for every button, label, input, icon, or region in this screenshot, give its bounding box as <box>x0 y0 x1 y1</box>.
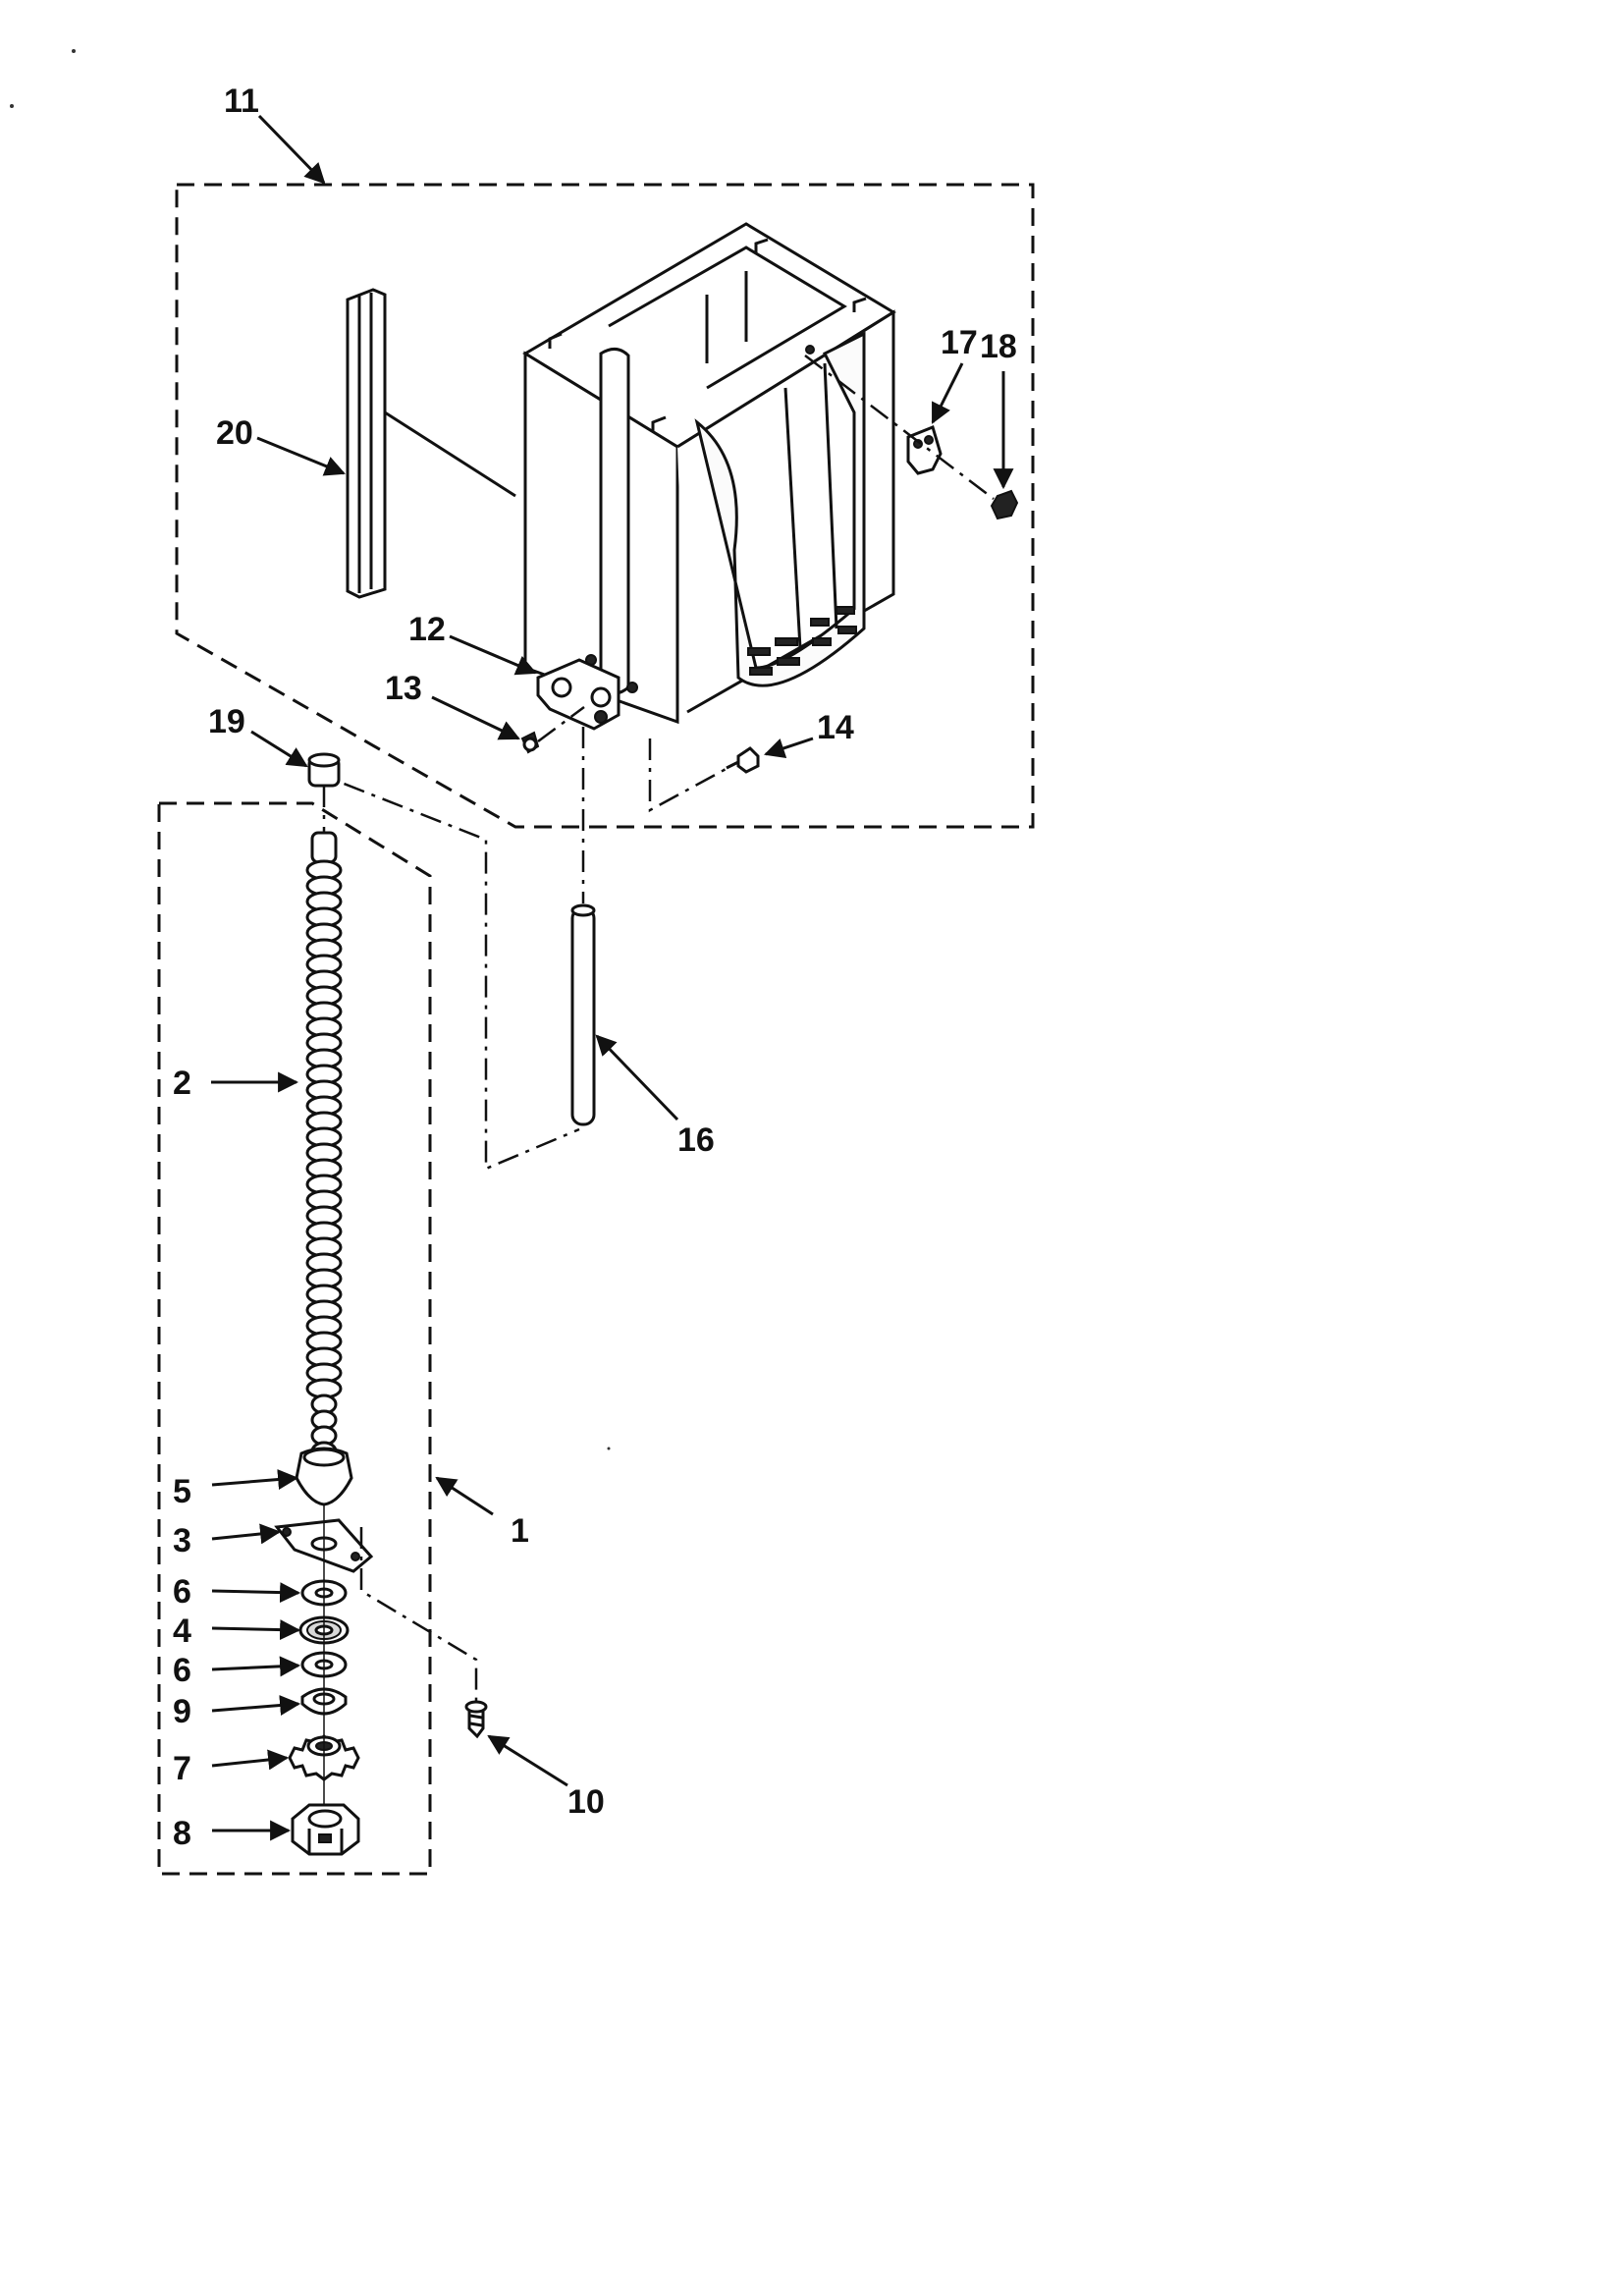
part-18-screw <box>990 489 1019 520</box>
part-16-pin <box>570 903 596 1126</box>
callout-19: 19 <box>208 703 245 740</box>
part-5-collar <box>295 1447 353 1506</box>
callout-16: 16 <box>677 1121 715 1159</box>
part-8-hex-nut <box>291 1803 360 1856</box>
callout-7: 7 <box>173 1750 191 1787</box>
part-13-clip <box>520 731 540 754</box>
callout-3: 3 <box>173 1522 191 1559</box>
assembly-1-boundary <box>157 801 432 1876</box>
callout-14: 14 <box>817 709 854 746</box>
line-14 <box>648 738 732 813</box>
part-19-cap <box>307 752 341 788</box>
line-13-12 <box>537 705 585 743</box>
callout-9: 9 <box>173 1693 191 1730</box>
callout-8: 8 <box>173 1815 191 1852</box>
part-14-screw <box>726 746 760 774</box>
housing-body <box>522 222 896 725</box>
callout-13: 13 <box>385 670 422 707</box>
part-20-channel-strip <box>346 288 516 599</box>
callout-11: 11 <box>224 82 259 120</box>
line-19-16 <box>322 756 580 1171</box>
callout-6b: 6 <box>173 1652 191 1689</box>
callout-1: 1 <box>511 1512 529 1550</box>
callout-6a: 6 <box>173 1573 191 1611</box>
part-12-hinge-block <box>536 658 620 731</box>
line-10-3 <box>359 1527 478 1704</box>
callout-5: 5 <box>173 1473 191 1510</box>
callout-10: 10 <box>567 1783 605 1821</box>
callout-4: 4 <box>173 1613 191 1650</box>
scan-speck <box>10 104 14 108</box>
callout-17: 17 <box>941 324 978 361</box>
part-10-screw <box>464 1700 488 1739</box>
leader-arrows <box>211 114 1014 1841</box>
scan-speck <box>72 49 76 53</box>
part-2-threaded-rod <box>305 831 343 1462</box>
callout-20: 20 <box>216 414 253 452</box>
scan-speck <box>607 1447 611 1450</box>
callout-12: 12 <box>408 611 446 648</box>
part-17-bracket <box>906 424 943 475</box>
assembly-11-boundary <box>175 183 1035 829</box>
callout-18: 18 <box>980 328 1017 365</box>
callout-labels: 11 20 17 18 12 13 14 19 16 2 1 5 3 6 4 6… <box>173 82 1017 1852</box>
mount-line-17-18 <box>804 355 995 500</box>
callout-2: 2 <box>173 1065 191 1102</box>
